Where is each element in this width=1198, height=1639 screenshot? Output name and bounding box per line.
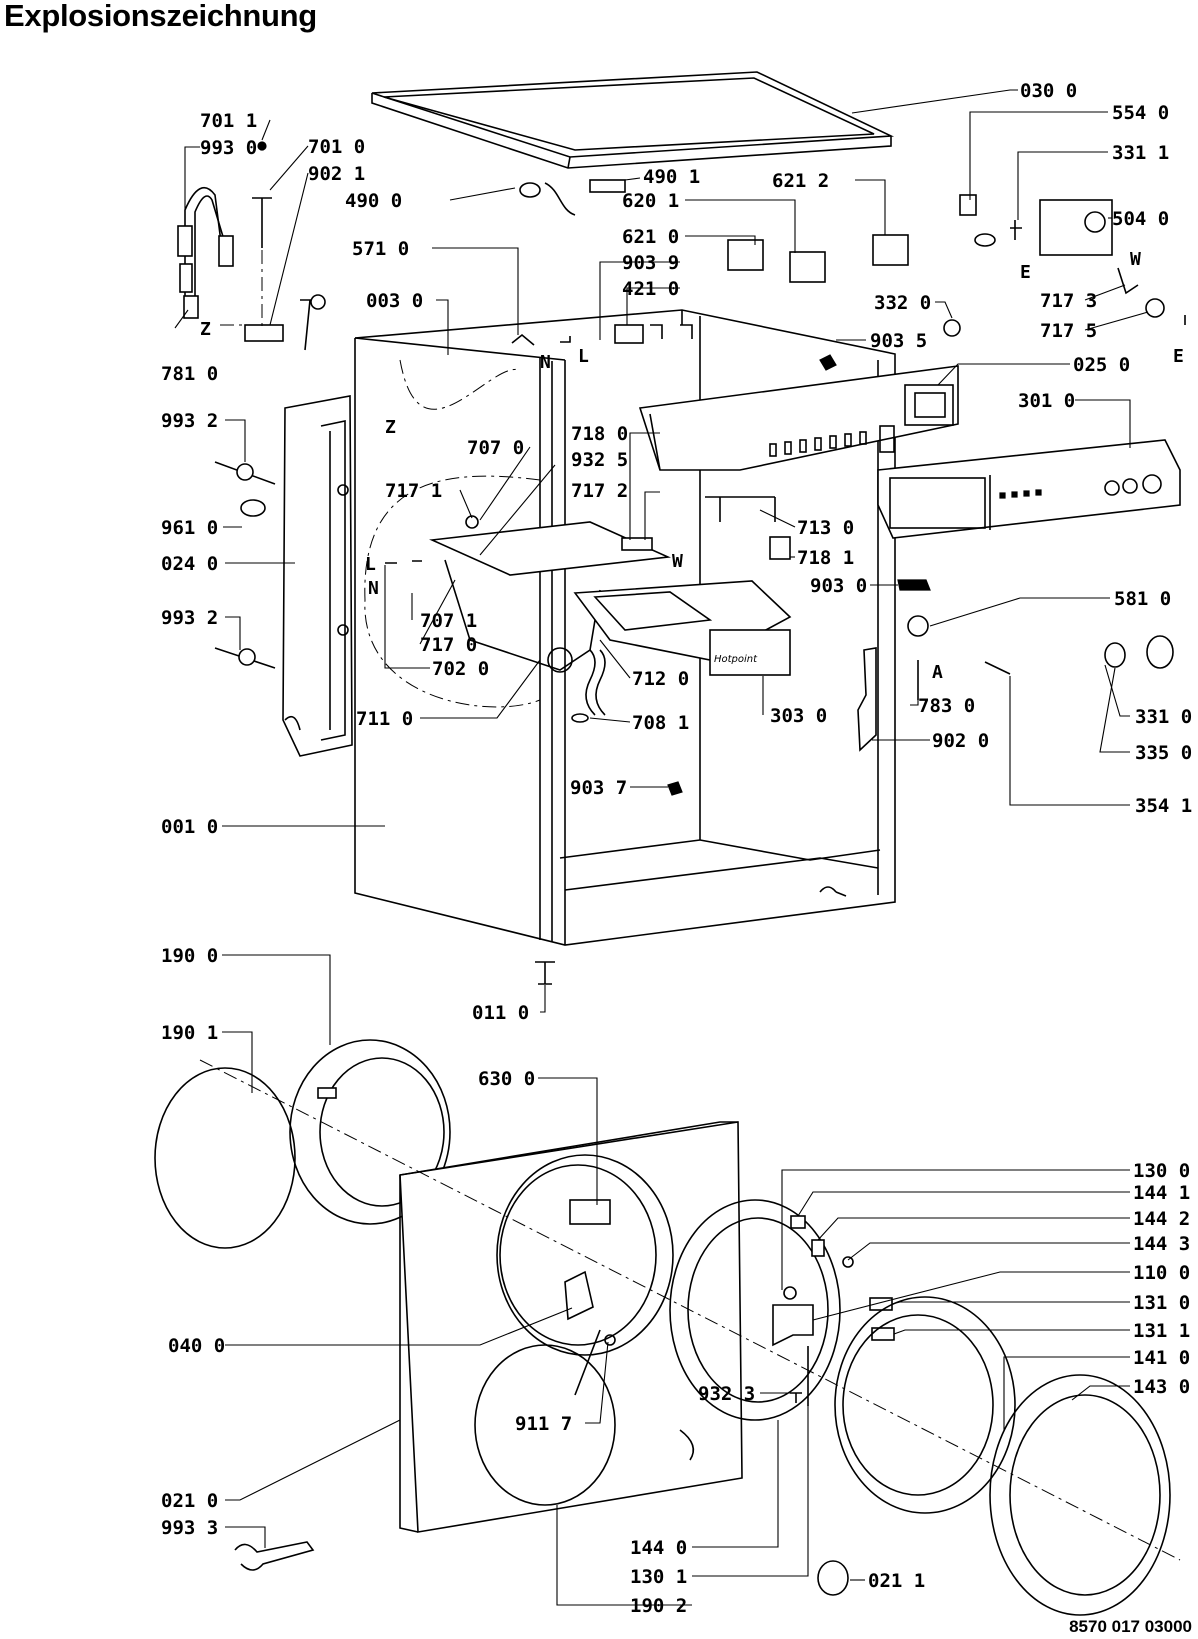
part-label: 331 1 (1112, 142, 1169, 164)
part-label: 702 0 (432, 658, 489, 680)
part-label: 708 1 (632, 712, 689, 734)
part-labels: 030 0 554 0 331 1 504 0 701 1 993 0 701 … (161, 80, 1192, 1617)
part-label: 490 1 (643, 166, 700, 188)
letter-markers: Z Z N L L N W E E W A (200, 249, 1184, 683)
part-label: 001 0 (161, 816, 218, 838)
part-label: 131 0 (1133, 1292, 1190, 1314)
part-label: 144 0 (630, 1537, 687, 1559)
part-label: 713 0 (797, 517, 854, 539)
part-label: 717 2 (571, 480, 628, 502)
part-label: 701 0 (308, 136, 365, 158)
part-label: 718 0 (571, 423, 628, 445)
marker-w: W (1130, 249, 1141, 270)
part-label: 143 0 (1133, 1376, 1190, 1398)
marker-w: W (672, 551, 683, 572)
part-label: 961 0 (161, 517, 218, 539)
part-label: 717 0 (420, 634, 477, 656)
part-label: 701 1 (200, 110, 257, 132)
door-assembly-drawing (154, 1039, 1181, 1616)
part-label: 144 3 (1133, 1233, 1190, 1255)
part-label: 620 1 (622, 190, 679, 212)
svg-text:Hotpoint: Hotpoint (714, 654, 758, 665)
part-label: 717 1 (385, 480, 442, 502)
part-label: 630 0 (478, 1068, 535, 1090)
part-label: 024 0 (161, 553, 218, 575)
part-label: 025 0 (1073, 354, 1130, 376)
part-label: 303 0 (770, 705, 827, 727)
part-label: 711 0 (356, 708, 413, 730)
marker-a: A (932, 662, 943, 683)
part-label: 581 0 (1114, 588, 1171, 610)
part-label: 504 0 (1112, 208, 1169, 230)
leader-lines (174, 89, 1149, 1606)
part-label: 717 5 (1040, 320, 1097, 342)
part-label: 903 5 (870, 330, 927, 352)
part-label: 932 3 (698, 1383, 755, 1405)
part-label: 903 0 (810, 575, 867, 597)
marker-e: E (1173, 346, 1184, 367)
top-lid-drawing (371, 71, 895, 169)
marker-n: N (540, 352, 551, 373)
marker-z: Z (385, 417, 396, 438)
part-label: 141 0 (1133, 1347, 1190, 1369)
control-rear-drawing (638, 365, 959, 471)
part-label: 902 1 (308, 163, 365, 185)
part-label: 421 0 (622, 278, 679, 300)
page-title: Explosionszeichnung (4, 0, 317, 33)
part-label: 993 2 (161, 410, 218, 432)
part-label: 707 1 (420, 610, 477, 632)
marker-l: L (578, 346, 589, 367)
part-label: 903 9 (622, 252, 679, 274)
marker-z: Z (200, 319, 211, 340)
part-label: 021 0 (161, 1490, 218, 1512)
front-fascia-drawing (877, 439, 1181, 539)
part-label: 621 0 (622, 226, 679, 248)
part-label: 621 2 (772, 170, 829, 192)
back-panel-drawing (282, 395, 353, 757)
small-parts-drawing (177, 141, 1186, 985)
part-label: 130 0 (1133, 1160, 1190, 1182)
part-label: 993 3 (161, 1517, 218, 1539)
part-label: 011 0 (472, 1002, 529, 1024)
part-label: 144 2 (1133, 1208, 1190, 1230)
part-label: 554 0 (1112, 102, 1169, 124)
part-label: 993 2 (161, 607, 218, 629)
part-label: 110 0 (1133, 1262, 1190, 1284)
part-label: 003 0 (366, 290, 423, 312)
part-label: 040 0 (168, 1335, 225, 1357)
part-label: 144 1 (1133, 1182, 1190, 1204)
part-label: 571 0 (352, 238, 409, 260)
part-label: 707 0 (467, 437, 524, 459)
part-label: 783 0 (918, 695, 975, 717)
part-label: 331 0 (1135, 706, 1192, 728)
part-label: 354 1 (1135, 795, 1192, 817)
part-label: 190 0 (161, 945, 218, 967)
part-label: 130 1 (630, 1566, 687, 1588)
marker-e: E (1020, 262, 1031, 283)
part-label: 903 7 (570, 777, 627, 799)
part-label: 332 0 (874, 292, 931, 314)
marker-l: L (365, 554, 376, 575)
part-label: 021 1 (868, 1570, 925, 1592)
part-label: 490 0 (345, 190, 402, 212)
part-label: 712 0 (632, 668, 689, 690)
part-label: 131 1 (1133, 1320, 1190, 1342)
part-label: 301 0 (1018, 390, 1075, 412)
part-label: 717 3 (1040, 290, 1097, 312)
part-label: 190 2 (630, 1595, 687, 1617)
dispenser-drawing: Hotpoint (429, 521, 792, 723)
part-label: 781 0 (161, 363, 218, 385)
drawing-number: 8570 017 03000 (1069, 1617, 1192, 1636)
marker-n: N (368, 578, 379, 599)
part-label: 190 1 (161, 1022, 218, 1044)
part-label: 902 0 (932, 730, 989, 752)
part-label: 335 0 (1135, 742, 1192, 764)
part-label: 932 5 (571, 449, 628, 471)
part-label: 911 7 (515, 1413, 572, 1435)
part-label: 993 0 (200, 137, 257, 159)
part-label: 030 0 (1020, 80, 1077, 102)
part-label: 718 1 (797, 547, 854, 569)
